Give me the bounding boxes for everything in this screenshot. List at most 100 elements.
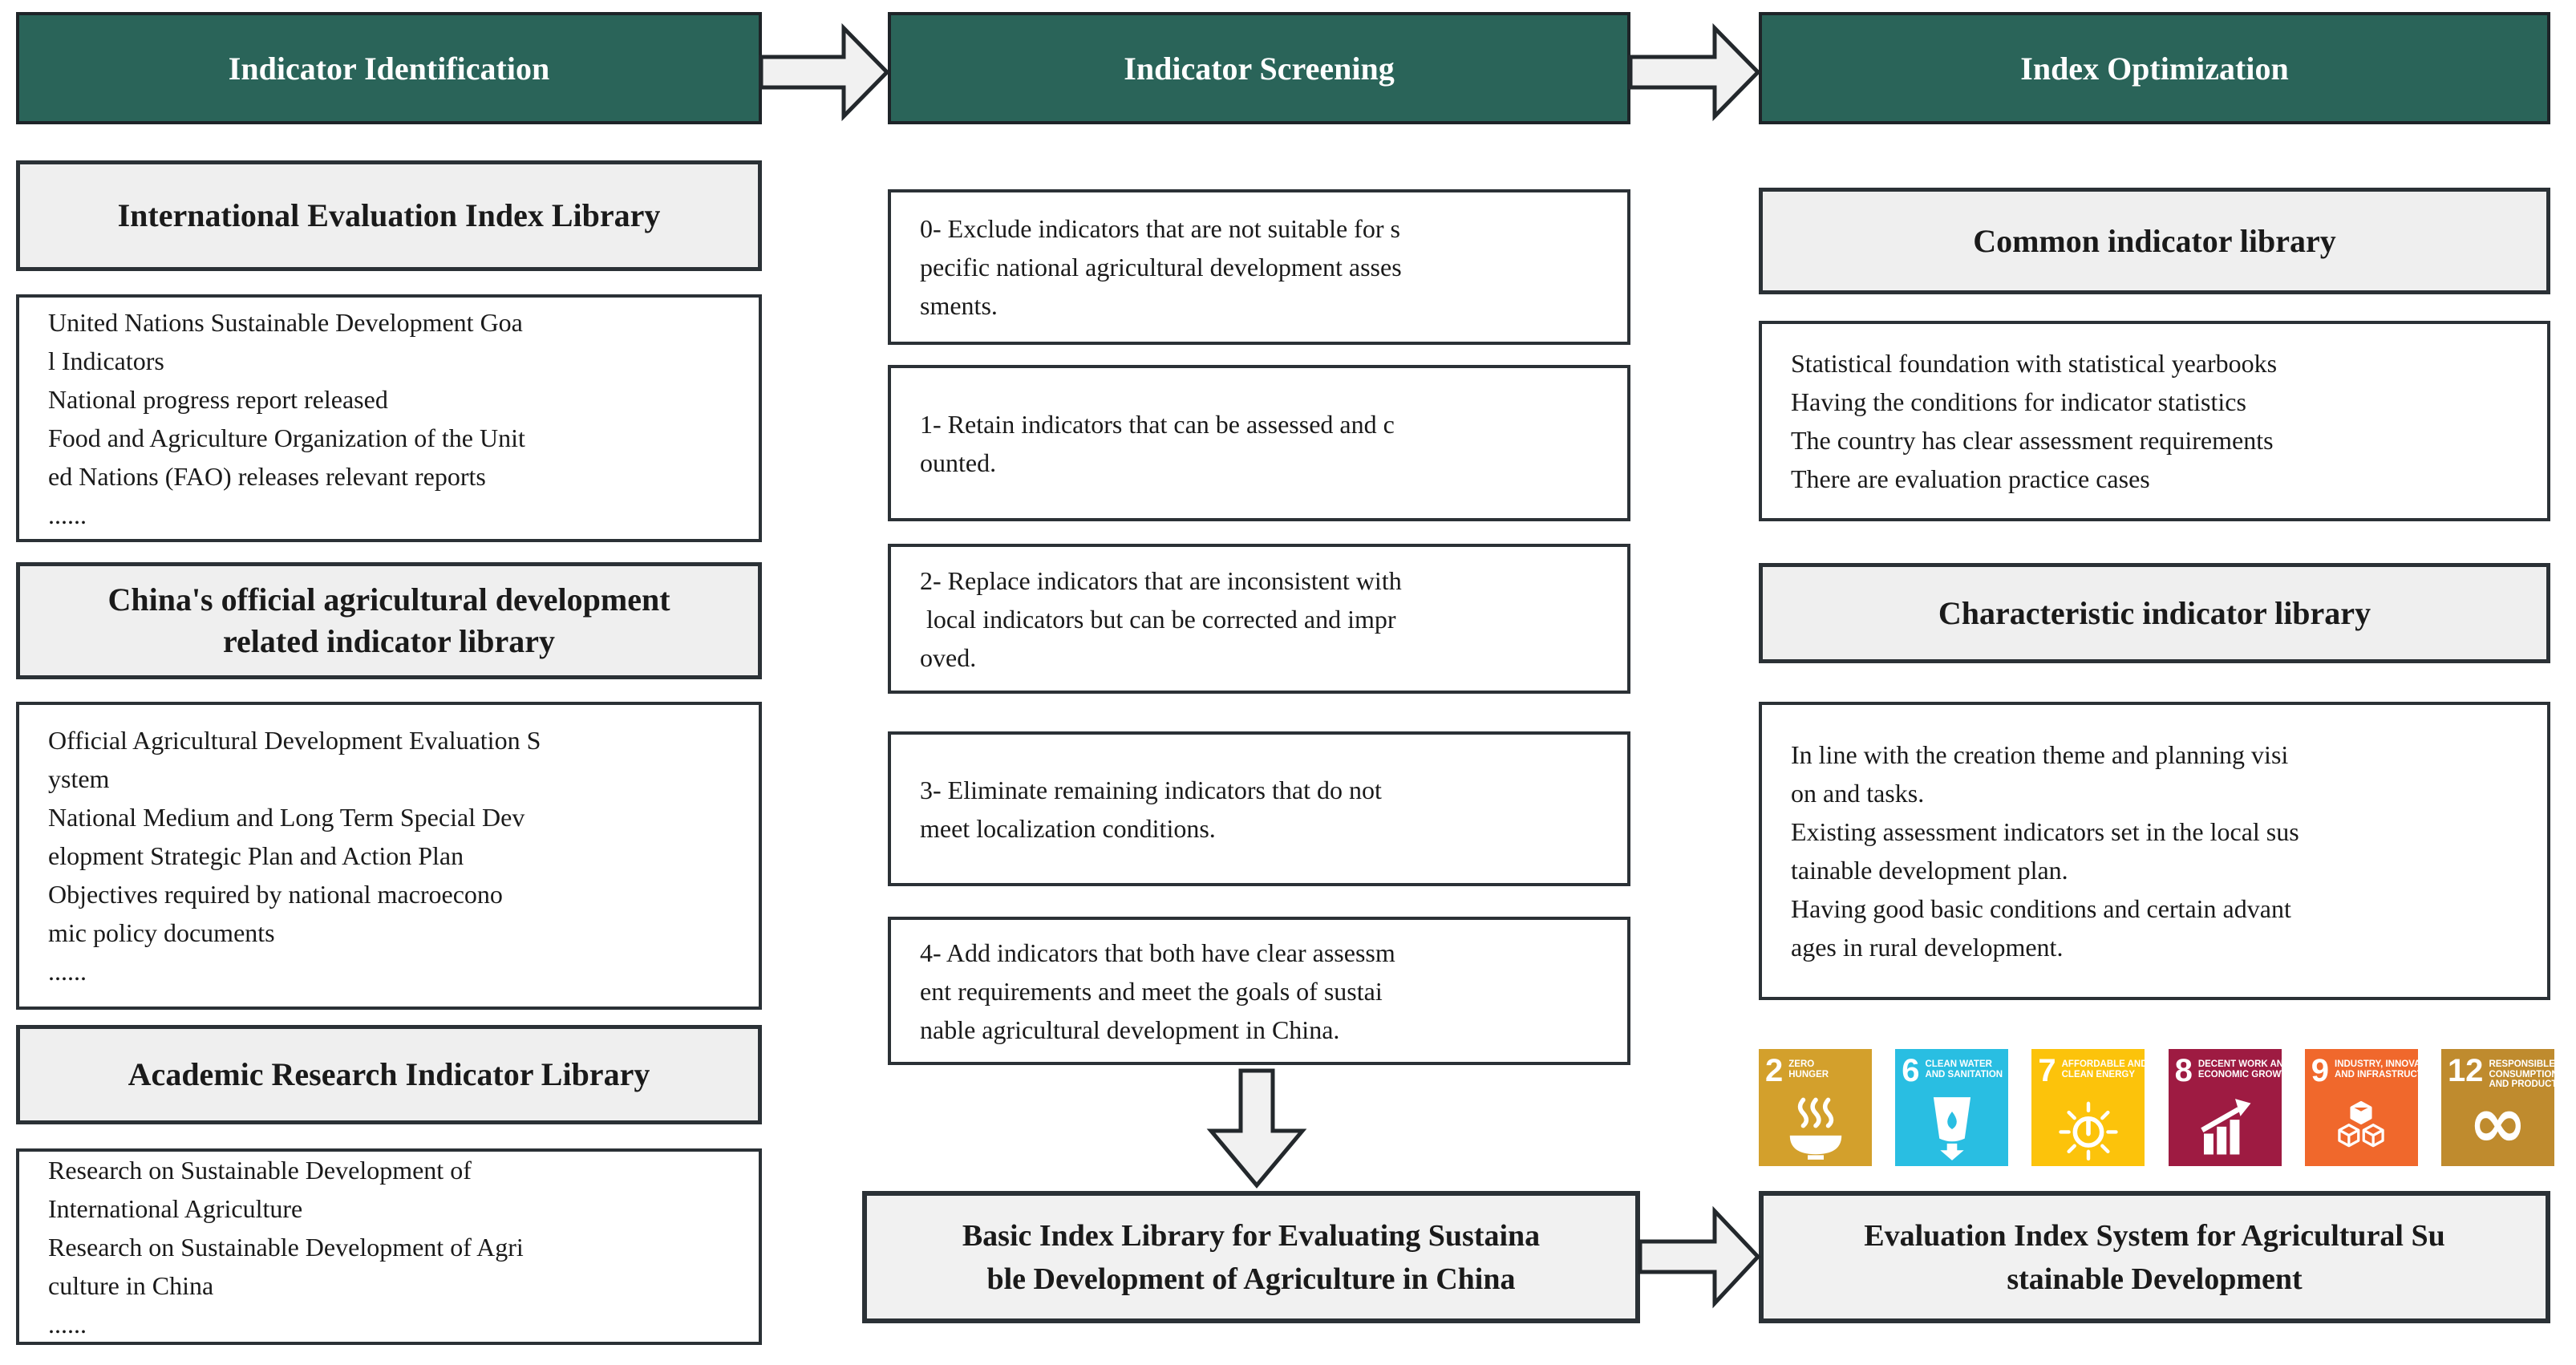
content-line: ystem [48, 764, 110, 793]
content-line: Having the conditions for indicator stat… [1791, 387, 2246, 416]
sdg-label-line: AFFORDABLE AND [2061, 1059, 2148, 1069]
screening-step-3: 3- Eliminate remaining indicators that d… [888, 731, 1630, 886]
water-glass-icon [1902, 1093, 2002, 1163]
growth-chart-icon [2175, 1093, 2275, 1163]
step-line: meet localization conditions. [920, 813, 1216, 843]
screening-step-1: 1- Retain indicators that can be assesse… [888, 365, 1630, 521]
content-line: Research on Sustainable Development of [48, 1155, 472, 1185]
sdg-number: 9 [2311, 1053, 2329, 1088]
step-line: 2- Replace indicators that are inconsist… [920, 565, 1402, 595]
screening-step-0: 0- Exclude indicators that are not suita… [888, 189, 1630, 345]
sdg-label-line: ECONOMIC GROWTH [2197, 1069, 2294, 1079]
stage-header-label: Indicator Identification [228, 50, 550, 87]
evaluation-index-system-box: Evaluation Index System for Agricultural… [1759, 1191, 2550, 1323]
step-line: 0- Exclude indicators that are not suita… [920, 214, 1400, 243]
subheader-common-indicator-library: Common indicator library [1759, 188, 2550, 294]
content-line: Having good basic conditions and certain… [1791, 894, 2291, 923]
sdg-label-line: AND PRODUCTION [2489, 1079, 2574, 1089]
step-line: pecific national agricultural developmen… [920, 253, 1402, 282]
content-line: ...... [48, 957, 87, 986]
sdg-badge-header: 7 AFFORDABLE AND CLEAN ENERGY [2038, 1053, 2147, 1093]
step-line: 4- Add indicators that both have clear a… [920, 938, 1395, 967]
subheader-china-official-indicator-library: China's official agricultural developmen… [16, 562, 762, 679]
subheader-international-evaluation-index-library: International Evaluation Index Library [16, 160, 762, 271]
content-line: ...... [48, 1309, 87, 1339]
content-line: on and tasks. [1791, 779, 1925, 808]
screening-step-2: 2- Replace indicators that are inconsist… [888, 544, 1630, 694]
step-line: ent requirements and meet the goals of s… [920, 976, 1383, 1006]
subheader-label: International Evaluation Index Library [117, 197, 661, 233]
content-line: International Agriculture [48, 1193, 303, 1223]
sdg-badge-header: 8 DECENT WORK AND ECONOMIC GROWTH [2175, 1055, 2294, 1093]
stage-header-label: Index Optimization [2020, 50, 2289, 87]
content-line: United Nations Sustainable Development G… [48, 307, 523, 337]
subheader-label: Characteristic indicator library [1938, 594, 2371, 631]
step-line: local indicators but can be corrected an… [920, 604, 1396, 634]
content-line: Food and Agriculture Organization of the… [48, 423, 525, 452]
sdg-label-line: DECENT WORK AND [2197, 1059, 2290, 1069]
sdg-badge-9-industry-innovation: 9 INDUSTRY, INNOVATION AND INFRASTRUCTUR… [2304, 1049, 2442, 1166]
step-line: sments. [920, 291, 998, 320]
screening-step-4: 4- Add indicators that both have clear a… [888, 917, 1630, 1065]
arrow-screening-to-optimization [1628, 22, 1761, 122]
sdg-badge-6-clean-water: 6 CLEAN WATER AND SANITATION [1895, 1049, 2009, 1166]
sdg-badge-7-clean-energy: 7 AFFORDABLE AND CLEAN ENERGY [2031, 1049, 2148, 1166]
sdg-label-line: CLEAN ENERGY [2061, 1069, 2135, 1079]
sdg-badge-12-responsible-consumption: 12 RESPONSIBLE CONSUMPTION AND PRODUCTIO… [2440, 1049, 2574, 1166]
sdg-goal-badges: 2 ZERO HUNGER 6 CLEAN W [1759, 1049, 2574, 1166]
subheader-label-line: related indicator library [222, 623, 556, 659]
step-line: 1- Retain indicators that can be assesse… [920, 409, 1395, 439]
result-line: stainable Development [2007, 1262, 2303, 1296]
sdg-label-line: ZERO [1788, 1059, 1815, 1069]
content-line: ...... [48, 500, 87, 529]
sdg-number: 6 [1902, 1053, 1920, 1088]
content-china-official-sources: Official Agricultural Development Evalua… [16, 702, 762, 1010]
sdg-badge-header: 6 CLEAN WATER AND SANITATION [1902, 1053, 2003, 1093]
step-line: oved. [920, 642, 977, 672]
arrow-steps-to-basic-index-library [1206, 1068, 1307, 1189]
result-line: Basic Index Library for Evaluating Susta… [962, 1218, 1541, 1253]
sdg-label-line: HUNGER [1788, 1069, 1829, 1079]
content-line: National progress report released [48, 384, 388, 414]
sdg-badge-2-zero-hunger: 2 ZERO HUNGER [1759, 1049, 1872, 1166]
sdg-label-line: AND INFRASTRUCTURE [2335, 1069, 2443, 1079]
sdg-badge-header: 2 ZERO HUNGER [1765, 1055, 1865, 1093]
content-line: In line with the creation theme and plan… [1791, 740, 2289, 769]
arrow-identification-to-screening [759, 22, 890, 122]
basic-index-library-box: Basic Index Library for Evaluating Susta… [862, 1191, 1640, 1323]
sdg-badge-header: 9 INDUSTRY, INNOVATION AND INFRASTRUCTUR… [2311, 1053, 2442, 1093]
content-line: Official Agricultural Development Evalua… [48, 726, 541, 755]
content-line: National Medium and Long Term Special De… [48, 803, 525, 832]
result-line: ble Development of Agriculture in China [986, 1262, 1516, 1296]
content-line: mic policy documents [48, 918, 275, 947]
content-line: tainable development plan. [1791, 856, 2068, 885]
content-line: Research on Sustainable Development of A… [48, 1232, 524, 1262]
sdg-label-line: RESPONSIBLE [2489, 1059, 2555, 1069]
sdg-label-line: INDUSTRY, INNOVATION [2335, 1059, 2442, 1069]
content-line: ages in rural development. [1791, 933, 2064, 962]
content-academic-research-sources: Research on Sustainable Development of I… [16, 1148, 762, 1345]
content-line: ed Nations (FAO) releases relevant repor… [48, 461, 486, 491]
content-line: elopment Strategic Plan and Action Plan [48, 841, 464, 870]
sdg-label-line: AND SANITATION [1925, 1069, 2003, 1079]
sdg-number: 7 [2038, 1053, 2056, 1088]
content-line: Statistical foundation with statistical … [1791, 349, 2278, 378]
sdg-number: 2 [1765, 1053, 1784, 1088]
sdg-number: 12 [2447, 1053, 2484, 1088]
content-line: There are evaluation practice cases [1791, 464, 2150, 493]
content-common-indicator-criteria: Statistical foundation with statistical … [1759, 321, 2550, 521]
infinity-icon: ∞ [2468, 1080, 2528, 1164]
sun-power-icon [2038, 1093, 2138, 1163]
step-line: ounted. [920, 448, 997, 477]
subheader-label: Academic Research Indicator Library [128, 1056, 650, 1092]
sdg-badge-header: 12 RESPONSIBLE CONSUMPTION AND PRODUCTIO… [2447, 1053, 2574, 1093]
step-line: 3- Eliminate remaining indicators that d… [920, 775, 1382, 804]
step-line: nable agricultural development in China. [920, 1015, 1340, 1044]
result-line: Evaluation Index System for Agricultural… [1864, 1218, 2445, 1253]
sdg-label-line: CLEAN WATER [1925, 1059, 1992, 1069]
subheader-label: Common indicator library [1973, 222, 2336, 259]
subheader-academic-research-indicator-library: Academic Research Indicator Library [16, 1025, 762, 1124]
sdg-label-line: CONSUMPTION [2489, 1069, 2558, 1079]
content-line: l Indicators [48, 346, 164, 375]
